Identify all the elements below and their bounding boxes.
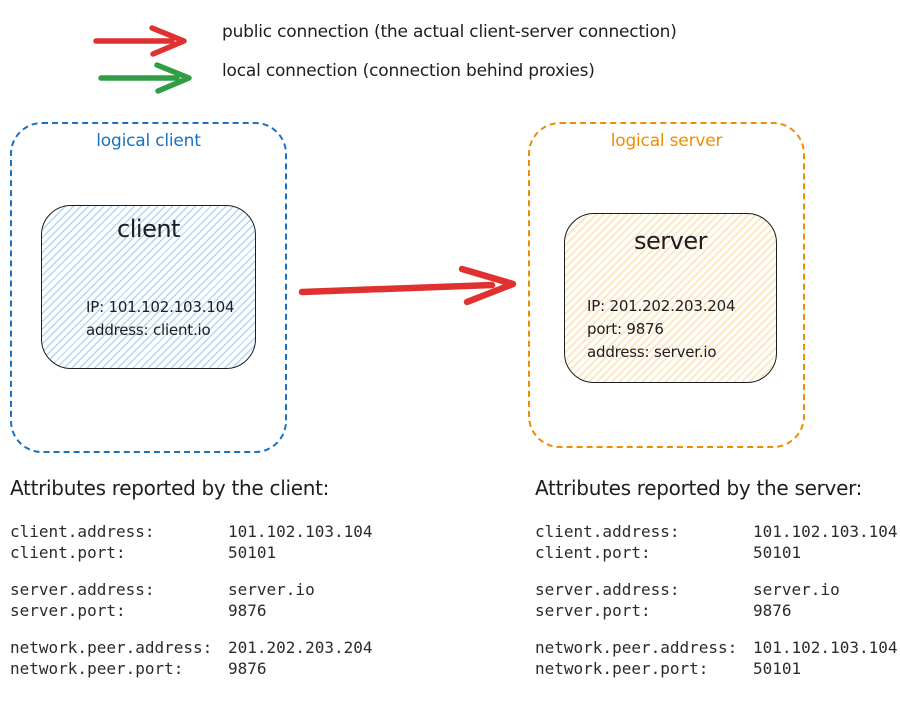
attr-group: server.address: server.io server.port: 9…: [10, 579, 373, 621]
client-to-server-arrow-icon: [298, 265, 517, 306]
attr-value: 101.102.103.104: [753, 638, 898, 657]
server-node-details: IP: 201.202.203.204 port: 9876 address: …: [587, 295, 776, 364]
attr-row: network.peer.port: 50101: [535, 658, 898, 679]
attr-key: network.peer.port:: [10, 659, 184, 678]
legend-label-local-connection: local connection (connection behind prox…: [222, 61, 595, 81]
attr-key: client.port:: [535, 543, 651, 562]
attr-group: server.address: server.io server.port: 9…: [535, 579, 898, 621]
attr-row: client.port: 50101: [535, 542, 898, 563]
client-node-details: IP: 101.102.103.104 address: client.io: [86, 296, 255, 342]
logical-client-group: logical client client IP: 101.102.103.10…: [10, 122, 287, 453]
server-attributes-block: Attributes reported by the server: clien…: [535, 476, 898, 695]
logical-client-label: logical client: [96, 131, 201, 151]
attr-row: client.port: 50101: [10, 542, 373, 563]
server-node-title: server: [634, 227, 707, 255]
attr-key: network.peer.address:: [535, 638, 738, 657]
attr-key: server.address:: [10, 580, 155, 599]
attr-value: 50101: [753, 659, 802, 678]
attr-value: 9876: [228, 659, 267, 678]
attr-key: client.port:: [10, 543, 126, 562]
attr-group: network.peer.address: 201.202.203.204 ne…: [10, 637, 373, 679]
attr-row: network.peer.address: 201.202.203.204: [10, 637, 373, 658]
server-node: server IP: 201.202.203.204 port: 9876 ad…: [564, 213, 777, 383]
attr-row: client.address: 101.102.103.104: [535, 521, 898, 542]
logical-server-group: logical server server IP: 201.202.203.20…: [528, 122, 805, 448]
server-attributes-heading: Attributes reported by the server:: [535, 476, 863, 500]
attr-key: network.peer.port:: [535, 659, 709, 678]
legend-label-public-connection: public connection (the actual client-ser…: [222, 22, 677, 42]
attr-value: 50101: [228, 543, 277, 562]
attr-value: 201.202.203.204: [228, 638, 373, 657]
server-ip-line: IP: 201.202.203.204: [587, 297, 736, 315]
server-address-line: address: server.io: [587, 343, 717, 361]
attr-group: network.peer.address: 101.102.103.104 ne…: [535, 637, 898, 679]
attr-key: client.address:: [535, 522, 680, 541]
attr-group: client.address: 101.102.103.104 client.p…: [10, 521, 373, 563]
attr-row: network.peer.address: 101.102.103.104: [535, 637, 898, 658]
attr-value: 9876: [753, 601, 792, 620]
attr-key: client.address:: [10, 522, 155, 541]
attr-value: 50101: [753, 543, 802, 562]
public-connection-arrow-icon: [93, 25, 187, 57]
client-ip-line: IP: 101.102.103.104: [86, 298, 235, 316]
attr-key: server.port:: [10, 601, 126, 620]
client-node-title: client: [117, 215, 180, 243]
attr-value: 9876: [228, 601, 267, 620]
logical-server-label: logical server: [610, 131, 723, 151]
attr-value: server.io: [753, 580, 840, 599]
attr-row: client.address: 101.102.103.104: [10, 521, 373, 542]
server-attributes-table: client.address: 101.102.103.104 client.p…: [535, 521, 898, 679]
attr-key: server.address:: [535, 580, 680, 599]
local-connection-arrow-icon: [98, 62, 192, 94]
attr-value: 101.102.103.104: [228, 522, 373, 541]
client-attributes-heading: Attributes reported by the client:: [10, 476, 330, 500]
client-node: client IP: 101.102.103.104 address: clie…: [41, 205, 256, 369]
attr-value: 101.102.103.104: [753, 522, 898, 541]
attr-key: server.port:: [535, 601, 651, 620]
client-address-line: address: client.io: [86, 321, 211, 339]
attr-key: network.peer.address:: [10, 638, 213, 657]
client-attributes-block: Attributes reported by the client: clien…: [10, 476, 373, 695]
attr-group: client.address: 101.102.103.104 client.p…: [535, 521, 898, 563]
attr-row: server.address: server.io: [535, 579, 898, 600]
client-attributes-table: client.address: 101.102.103.104 client.p…: [10, 521, 373, 679]
attr-value: server.io: [228, 580, 315, 599]
attr-row: server.address: server.io: [10, 579, 373, 600]
server-port-line: port: 9876: [587, 320, 664, 338]
attr-row: network.peer.port: 9876: [10, 658, 373, 679]
attr-row: server.port: 9876: [535, 600, 898, 621]
attr-row: server.port: 9876: [10, 600, 373, 621]
